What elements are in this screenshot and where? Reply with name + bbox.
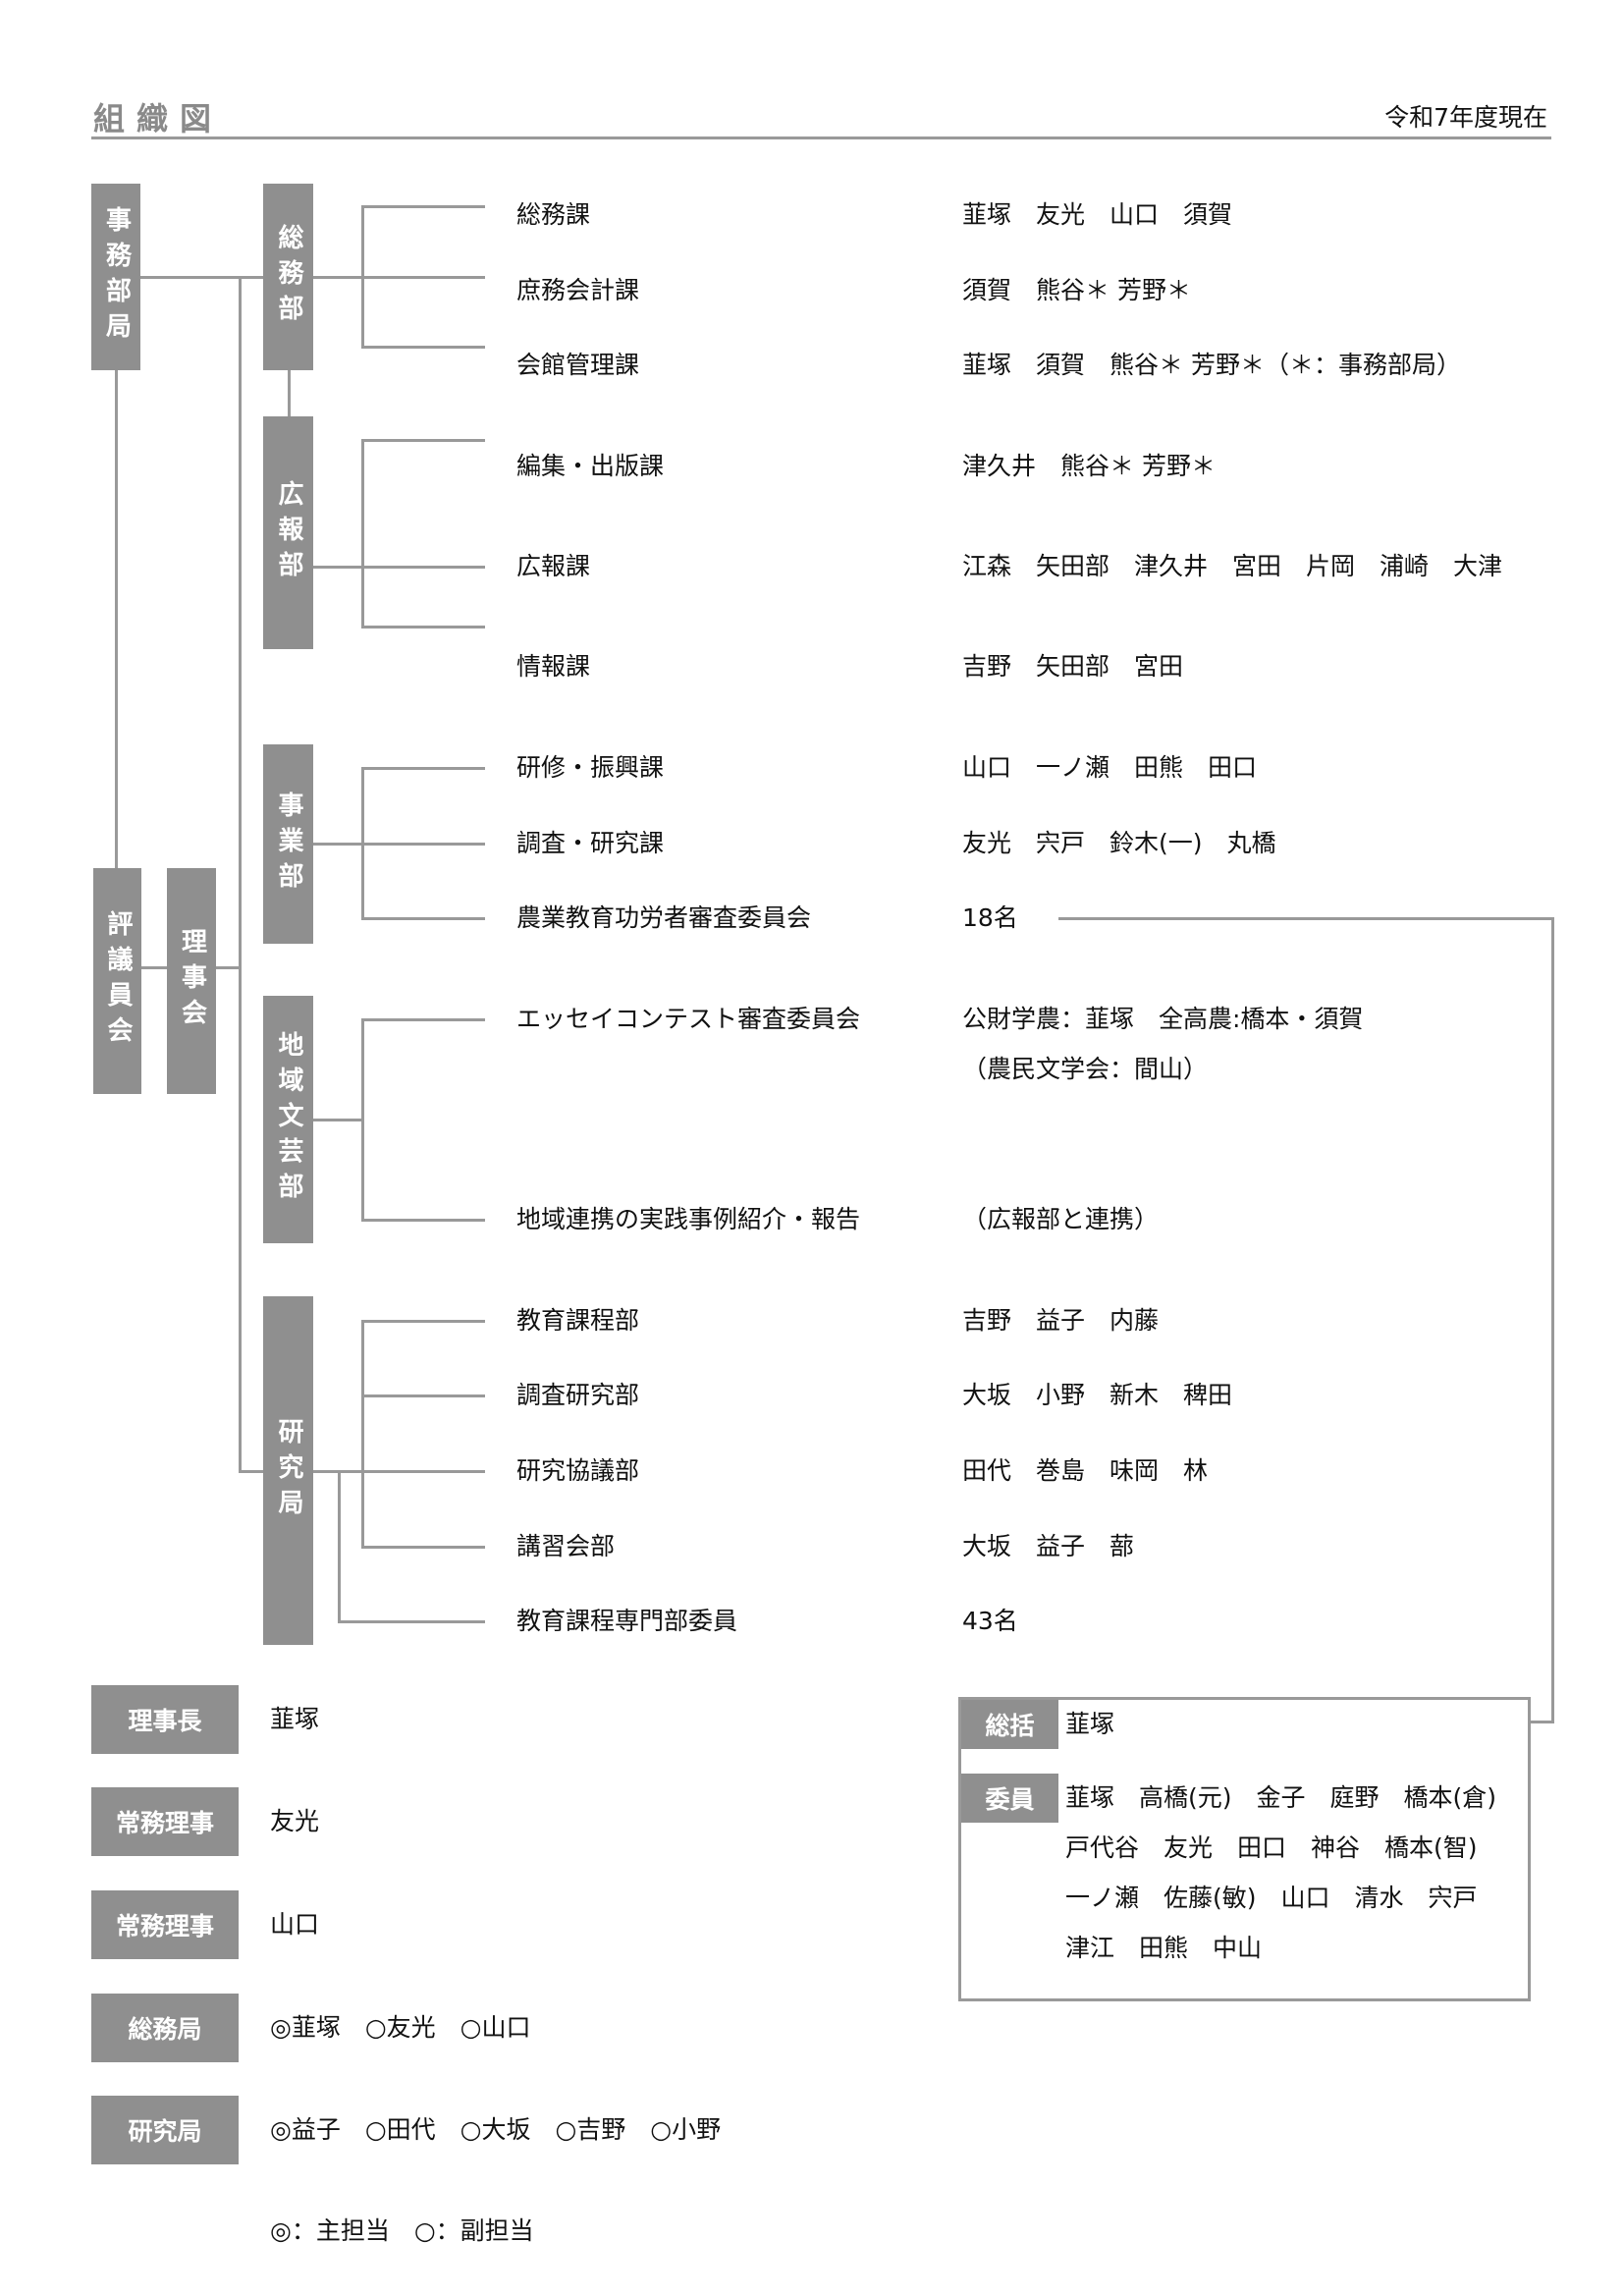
section-name: 講習会部	[516, 1532, 616, 1560]
section-members: 43名	[962, 1607, 1018, 1635]
section-members: 須賀 熊谷＊ 芳野＊	[962, 276, 1191, 304]
section-members: 津久井 熊谷＊ 芳野＊	[962, 452, 1216, 480]
section-name: 教育課程部	[516, 1306, 640, 1335]
committee-lead: 韮塚	[1065, 1710, 1115, 1738]
section-members: 公財学農：韮塚 全高農:橋本・須賀	[962, 1005, 1364, 1033]
officer-name: 山口	[270, 1910, 320, 1939]
unit-jigyobu: 事業部	[263, 744, 313, 944]
section-members: 山口 一ノ瀬 田熊 田口	[962, 753, 1258, 782]
section-name: 地域連携の実践事例紹介・報告	[516, 1205, 861, 1233]
section-members: 友光 宍戸 鈴木(一) 丸橋	[962, 829, 1276, 857]
unit-kohobu: 広報部	[263, 416, 313, 649]
section-name: 教育課程専門部委員	[516, 1607, 738, 1635]
section-name: 総務課	[516, 200, 591, 229]
officer-role: 常務理事	[91, 1890, 239, 1959]
section-members: 田代 巻島 味岡 林	[962, 1456, 1209, 1485]
unit-chiiki-bungeibu: 地域文芸部	[263, 996, 313, 1243]
section-name: 庶務会計課	[516, 276, 640, 304]
as-of-date: 令和7年度現在	[1384, 103, 1547, 132]
section-members-note: （農民文学会：間山）	[962, 1055, 1209, 1083]
committee-members-line: 津江 田熊 中山	[1065, 1934, 1263, 1962]
committee-members-line: 韮塚 高橋(元) 金子 庭野 橋本(倉)	[1065, 1783, 1497, 1812]
unit-rijikai: 理事会	[167, 868, 216, 1094]
section-name: 広報課	[516, 552, 591, 580]
section-name: 調査研究部	[516, 1381, 640, 1409]
officer-name: 友光	[270, 1807, 320, 1835]
section-members: 韮塚 須賀 熊谷＊ 芳野＊（＊：事務部局）	[962, 351, 1461, 379]
officer-name: 韮塚	[270, 1705, 320, 1733]
section-name: 研修・振興課	[516, 753, 665, 782]
officer-role: 常務理事	[91, 1787, 239, 1856]
section-name: 会館管理課	[516, 351, 640, 379]
unit-somubu: 総務部	[263, 184, 313, 370]
committee-members-line: 戸代谷 友光 田口 神谷 橋本(智)	[1065, 1833, 1478, 1862]
section-name: 調査・研究課	[516, 829, 665, 857]
header-rule	[91, 137, 1551, 139]
committee-members-label: 委員	[961, 1774, 1058, 1823]
committee-lead-label: 総括	[961, 1700, 1058, 1749]
unit-jimu-bukyoku: 事務部局	[91, 184, 140, 370]
section-members: 大坂 益子 蔀	[962, 1532, 1135, 1560]
section-members: 大坂 小野 新木 稗田	[962, 1381, 1233, 1409]
committee-box: 総括 韮塚 委員 韮塚 高橋(元) 金子 庭野 橋本(倉) 戸代谷 友光 田口 …	[958, 1697, 1531, 2001]
section-members: 18名	[962, 903, 1018, 932]
officer-role: 研究局	[91, 2096, 239, 2164]
legend: ◎：主担当 ○：副担当	[270, 2216, 534, 2245]
section-members: 江森 矢田部 津久井 宮田 片岡 浦崎 大津	[962, 552, 1503, 580]
section-name: 研究協議部	[516, 1456, 640, 1485]
officer-name: ◎韮塚 ○友光 ○山口	[270, 2013, 531, 2042]
unit-kenkyukyoku: 研究局	[263, 1296, 313, 1645]
page-title: 組織図	[93, 100, 224, 137]
officer-role: 総務局	[91, 1994, 239, 2062]
section-name: 情報課	[516, 652, 591, 681]
section-name: エッセイコンテスト審査委員会	[516, 1005, 861, 1033]
section-name: 農業教育功労者審査委員会	[516, 903, 812, 932]
officer-role: 理事長	[91, 1685, 239, 1754]
unit-hyogiinkai: 評議員会	[93, 868, 141, 1094]
committee-members-line: 一ノ瀬 佐藤(敏) 山口 清水 宍戸	[1065, 1884, 1478, 1912]
section-name: 編集・出版課	[516, 452, 665, 480]
officer-name: ◎益子 ○田代 ○大坂 ○吉野 ○小野	[270, 2115, 722, 2144]
section-members: 吉野 矢田部 宮田	[962, 652, 1184, 681]
section-members: 吉野 益子 内藤	[962, 1306, 1160, 1335]
section-members: 韮塚 友光 山口 須賀	[962, 200, 1233, 229]
section-members: （広報部と連携）	[962, 1205, 1160, 1233]
